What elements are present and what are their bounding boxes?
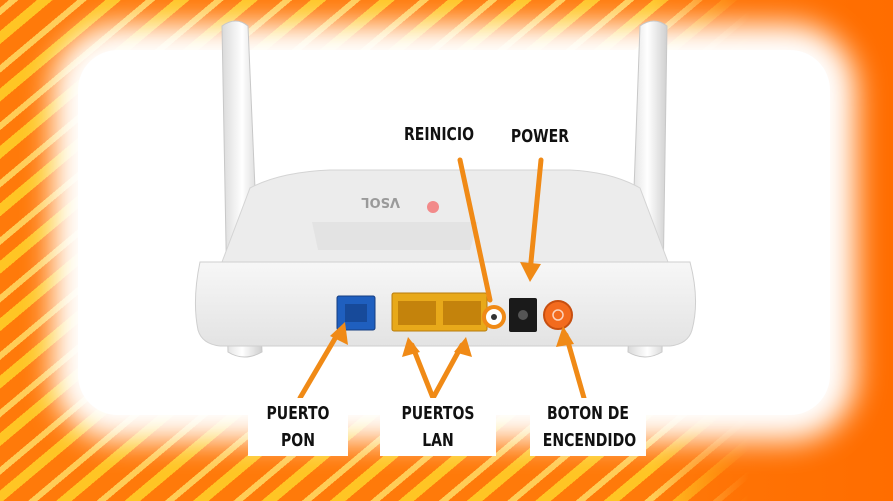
pon-port (336, 295, 376, 331)
reinicio-arrow (457, 157, 493, 303)
lan-arrowhead-left (402, 337, 420, 357)
lan-arrowhead-right (454, 337, 472, 357)
router-body: VSOL (194, 169, 697, 347)
boton-box (530, 398, 646, 456)
puerto-pon-box (248, 398, 348, 456)
lan-ports (391, 292, 488, 332)
lan-arrow-left (409, 342, 436, 401)
lan-arrow-right (430, 342, 465, 401)
puertos-lan-label-line1: PUERTOS (401, 403, 475, 424)
puerto-pon-label-line2: PON (281, 430, 315, 451)
brand-logo: VSOL (361, 194, 400, 209)
pon-arrow (297, 327, 343, 401)
boton-label-line2: ENCENDIDO (542, 430, 637, 451)
logo-dot-icon (427, 201, 439, 213)
reset-button (482, 305, 506, 329)
puertos-lan-box (380, 398, 496, 456)
power-label: POWER (510, 126, 570, 147)
reinicio-label: REINICIO (403, 124, 475, 145)
boton-arrow (563, 332, 587, 401)
power-arrow (527, 157, 544, 275)
boton-label-line1: BOTON DE (546, 403, 630, 424)
power-arrowhead (520, 262, 541, 282)
boton-arrowhead (556, 326, 574, 347)
puertos-lan-label-line2: LAN (422, 430, 454, 451)
power-button (543, 300, 573, 330)
puerto-pon-label-line1: PUERTO (266, 403, 330, 424)
pon-arrowhead (330, 322, 348, 345)
power-jack (509, 298, 537, 332)
